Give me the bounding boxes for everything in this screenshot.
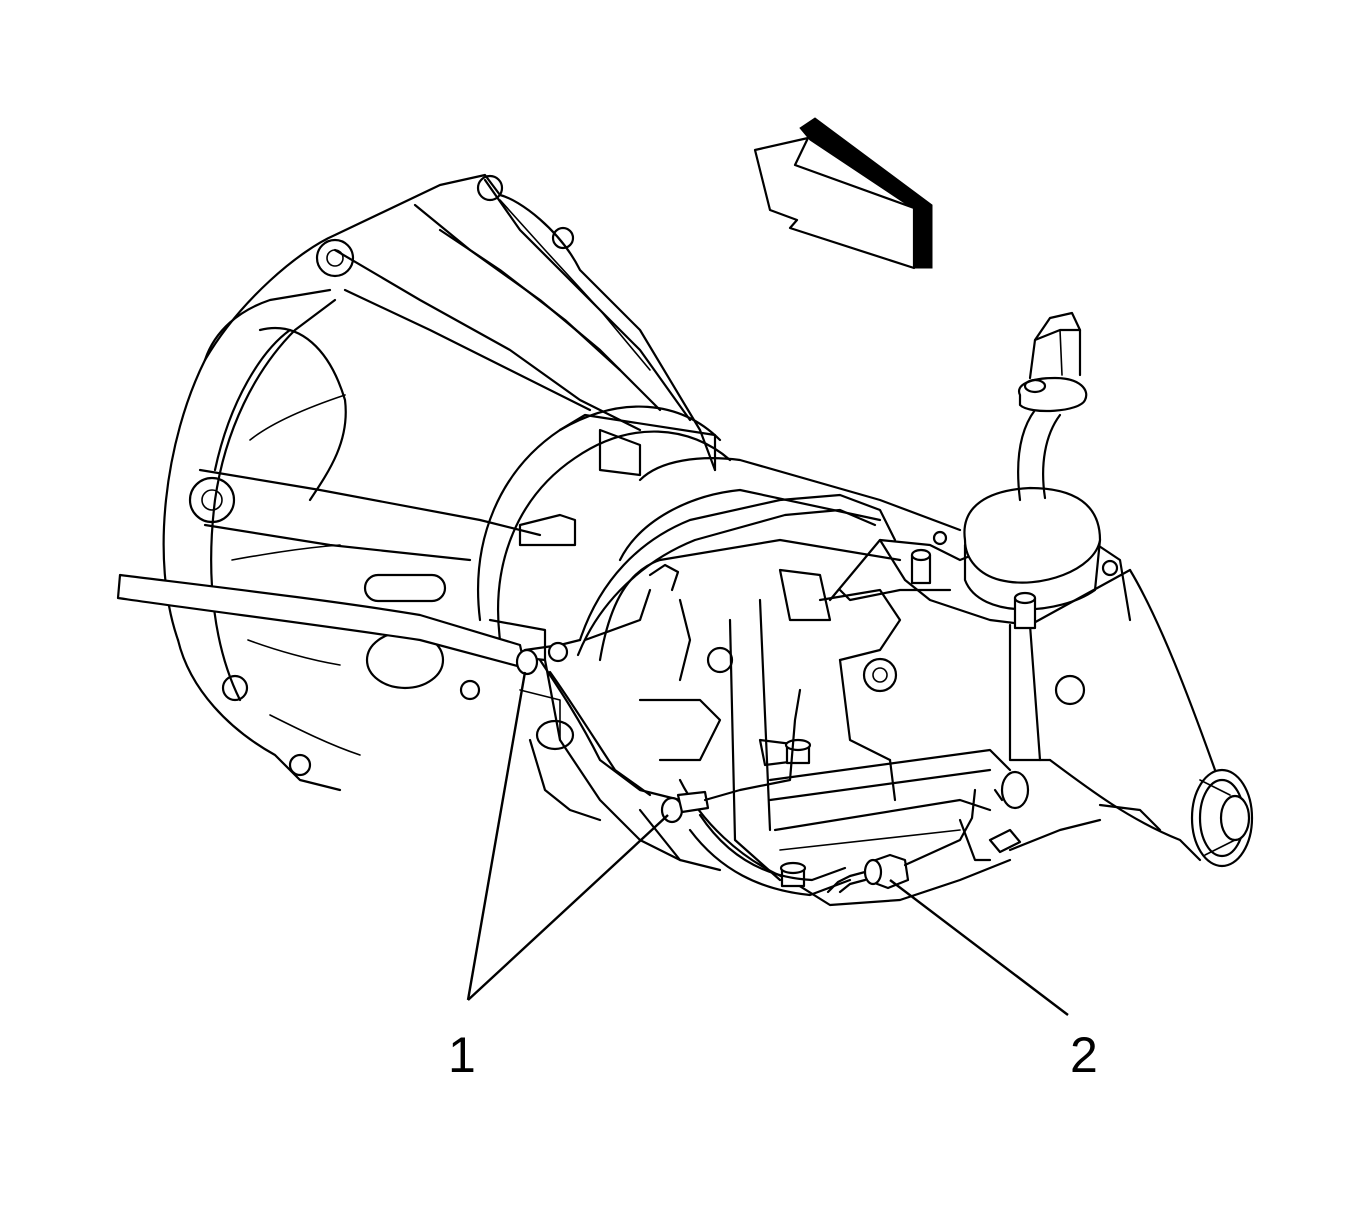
extension-housing	[1008, 568, 1254, 868]
center-housing	[477, 405, 732, 842]
bell-housing	[162, 173, 717, 792]
leader-item2	[889, 879, 1069, 1016]
front-direction-arrow-icon	[753, 117, 933, 270]
callout-label-1: 1	[448, 1027, 476, 1083]
callout-label-2: 2	[1070, 1027, 1098, 1083]
shifter-tower	[828, 311, 1132, 762]
sensor-switch	[826, 770, 1030, 894]
leader-item1-b	[467, 814, 669, 1001]
leader-item1-a	[466, 671, 527, 1001]
main-case	[598, 457, 1012, 907]
hydraulic-clutch-line	[116, 493, 897, 897]
callout-leaders	[466, 671, 1069, 1016]
